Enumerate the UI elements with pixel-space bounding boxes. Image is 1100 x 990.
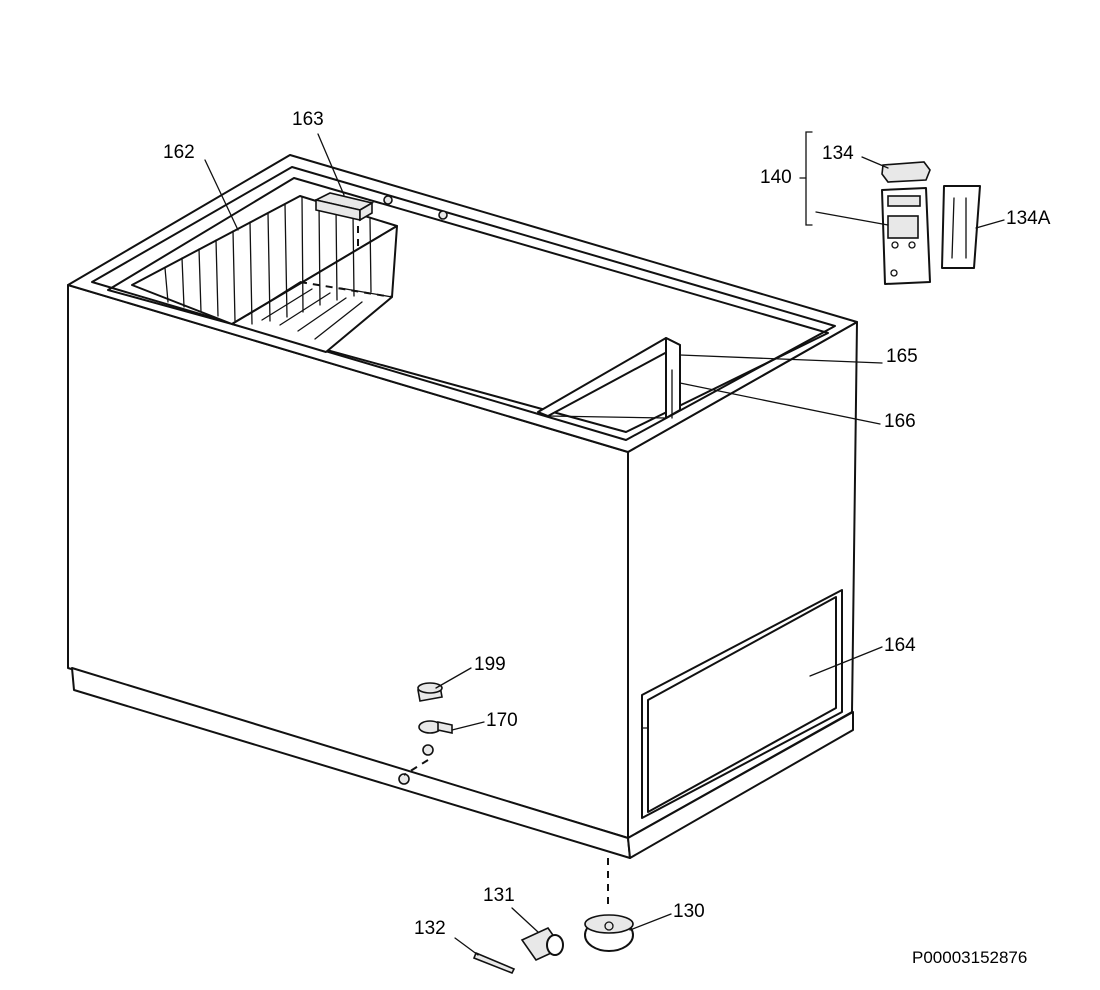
- thermostat-assembly: [799, 131, 981, 285]
- callout-131: 131: [483, 885, 515, 906]
- compressor-cover: [641, 589, 843, 819]
- callout-162: 162: [163, 142, 195, 163]
- callout-165: 165: [886, 346, 918, 367]
- cabinet-body: [67, 284, 858, 859]
- callout-134A: 134A: [1006, 208, 1051, 229]
- callout-170: 170: [486, 710, 518, 731]
- callout-199: 199: [474, 654, 506, 675]
- callout-140: 140: [760, 167, 792, 188]
- callout-134: 134: [822, 143, 854, 164]
- callout-163: 163: [292, 109, 324, 130]
- callout-166: 166: [884, 411, 916, 432]
- leader-lines: [204, 133, 1005, 956]
- callout-164: 164: [884, 635, 916, 656]
- hinge-blocks: [313, 192, 448, 222]
- callout-132: 132: [414, 918, 446, 939]
- loose-parts: [472, 858, 634, 975]
- divider-panel: [537, 337, 681, 419]
- drawing-reference-code: P00003152876: [912, 948, 1028, 967]
- callout-130: 130: [673, 901, 705, 922]
- storage-basket: [131, 195, 398, 353]
- drain-parts: [398, 682, 453, 785]
